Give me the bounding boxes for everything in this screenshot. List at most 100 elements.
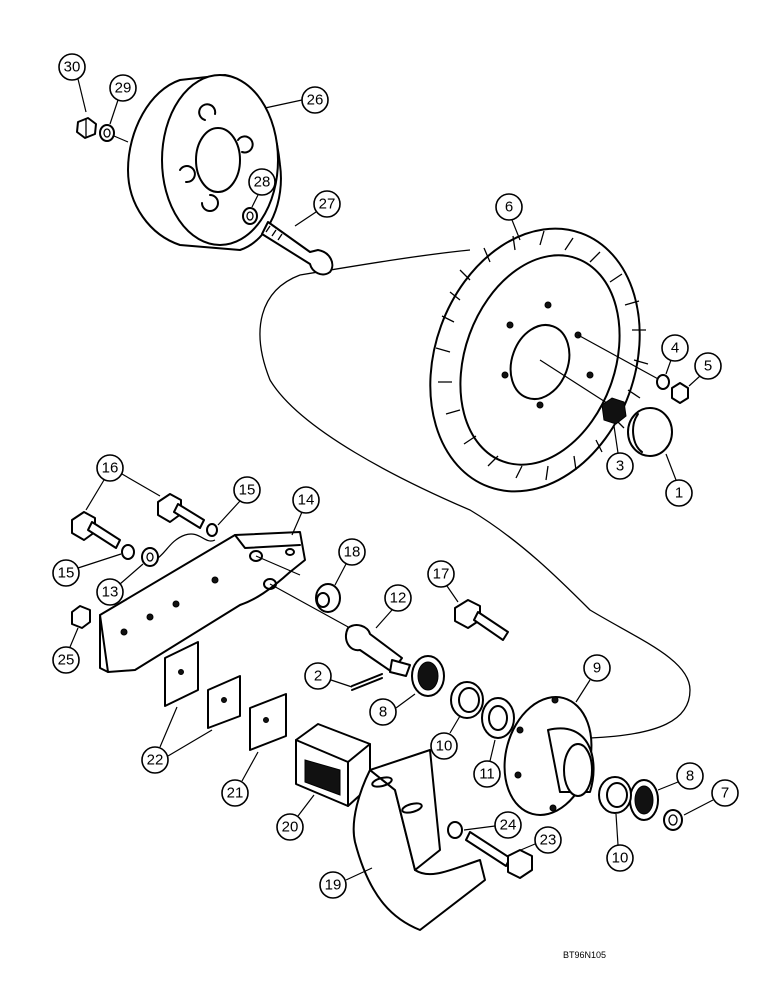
svg-text:26: 26	[307, 92, 324, 109]
svg-text:21: 21	[227, 785, 244, 802]
callout-15-right: 15	[217, 476, 261, 526]
callout-8-left: 8	[369, 693, 416, 726]
bolt-23	[465, 831, 533, 879]
bearing-cone-8a	[411, 655, 445, 697]
callout-1: 1	[665, 453, 693, 507]
svg-text:28: 28	[254, 174, 271, 191]
callout-5: 5	[688, 352, 722, 387]
callout-17: 17	[427, 560, 459, 603]
mounting-bracket	[99, 531, 306, 673]
svg-text:19: 19	[325, 877, 342, 894]
svg-text:10: 10	[436, 738, 453, 755]
bearing-cone-8b	[629, 779, 659, 821]
washer-4	[656, 374, 670, 390]
seal-11	[481, 697, 515, 739]
callout-29: 29	[109, 74, 137, 125]
nut-25	[71, 605, 91, 629]
callout-21: 21	[221, 751, 259, 807]
svg-text:23: 23	[540, 832, 557, 849]
svg-text:14: 14	[298, 492, 315, 509]
bolt-17	[454, 599, 509, 641]
svg-text:18: 18	[344, 544, 361, 561]
svg-text:15: 15	[239, 482, 256, 499]
svg-text:12: 12	[390, 590, 407, 607]
lock-washer-15a	[121, 544, 135, 560]
svg-text:9: 9	[593, 660, 601, 677]
callout-7: 7	[683, 779, 739, 816]
svg-text:8: 8	[379, 704, 387, 721]
castle-nut-3	[601, 397, 627, 425]
callout-10-right: 10	[606, 813, 634, 872]
svg-text:24: 24	[500, 817, 517, 834]
callout-16: 16	[85, 454, 161, 511]
washer-24	[447, 821, 463, 839]
bearing-cup-10a	[450, 681, 484, 719]
callout-28: 28	[248, 168, 276, 208]
shim-21	[249, 693, 287, 751]
svg-text:5: 5	[704, 358, 712, 375]
svg-text:3: 3	[616, 458, 624, 475]
reference-code: BT96N105	[563, 950, 606, 960]
svg-text:27: 27	[319, 196, 336, 213]
svg-text:11: 11	[479, 766, 495, 783]
lock-washer-15b	[206, 523, 218, 537]
callout-19: 19	[319, 867, 373, 899]
coulter-blade	[429, 227, 649, 493]
svg-text:16: 16	[102, 460, 119, 477]
svg-text:8: 8	[686, 768, 694, 785]
spindle-12	[344, 624, 411, 677]
svg-text:17: 17	[433, 566, 450, 583]
svg-text:10: 10	[612, 850, 629, 867]
callout-30: 30	[58, 53, 87, 113]
callout-10-left: 10	[430, 715, 461, 760]
gauge-wheel-hub	[127, 74, 282, 251]
callout-4: 4	[661, 334, 689, 375]
callout-18: 18	[334, 538, 366, 586]
callout-23: 23	[515, 826, 562, 854]
shim-22a	[164, 641, 199, 707]
callout-3: 3	[606, 425, 634, 480]
callout-8-right: 8	[657, 762, 704, 791]
hub-9	[503, 696, 595, 816]
nut-5	[671, 382, 689, 404]
washer-29	[99, 124, 115, 142]
callout-6: 6	[495, 193, 523, 241]
washer-7	[663, 809, 683, 831]
callout-22: 22	[141, 706, 213, 774]
callout-15-left: 15	[52, 553, 122, 587]
carriage-bolt-27	[261, 221, 334, 276]
callout-14: 14	[291, 486, 320, 536]
callout-13: 13	[96, 563, 144, 606]
callout-2: 2	[304, 662, 353, 690]
callout-26: 26	[264, 86, 329, 114]
svg-text:15: 15	[58, 565, 75, 582]
callout-12: 12	[375, 584, 412, 629]
svg-text:2: 2	[314, 668, 322, 685]
svg-text:29: 29	[115, 80, 132, 97]
dust-cap-1	[627, 407, 673, 457]
svg-text:6: 6	[505, 199, 513, 216]
callout-11: 11	[473, 739, 501, 788]
svg-text:20: 20	[282, 819, 299, 836]
callout-27: 27	[294, 190, 341, 227]
callout-9: 9	[575, 654, 611, 703]
callout-25: 25	[52, 627, 80, 674]
callout-24: 24	[463, 811, 522, 839]
bearing-cup-10b	[598, 776, 632, 814]
bolt-16a	[71, 511, 121, 549]
bolt-16b	[157, 493, 205, 529]
svg-text:30: 30	[64, 59, 81, 76]
flat-washer-13	[141, 547, 159, 567]
shim-22b	[207, 675, 241, 729]
nut-30	[76, 117, 97, 139]
svg-text:13: 13	[102, 584, 119, 601]
mount-block-20	[295, 723, 371, 807]
svg-text:1: 1	[675, 485, 683, 502]
scraper-19	[352, 749, 486, 931]
svg-text:22: 22	[147, 752, 164, 769]
svg-text:25: 25	[58, 652, 75, 669]
cotter-pin-2	[351, 673, 383, 691]
spacer-18	[315, 583, 341, 613]
svg-text:7: 7	[721, 785, 729, 802]
